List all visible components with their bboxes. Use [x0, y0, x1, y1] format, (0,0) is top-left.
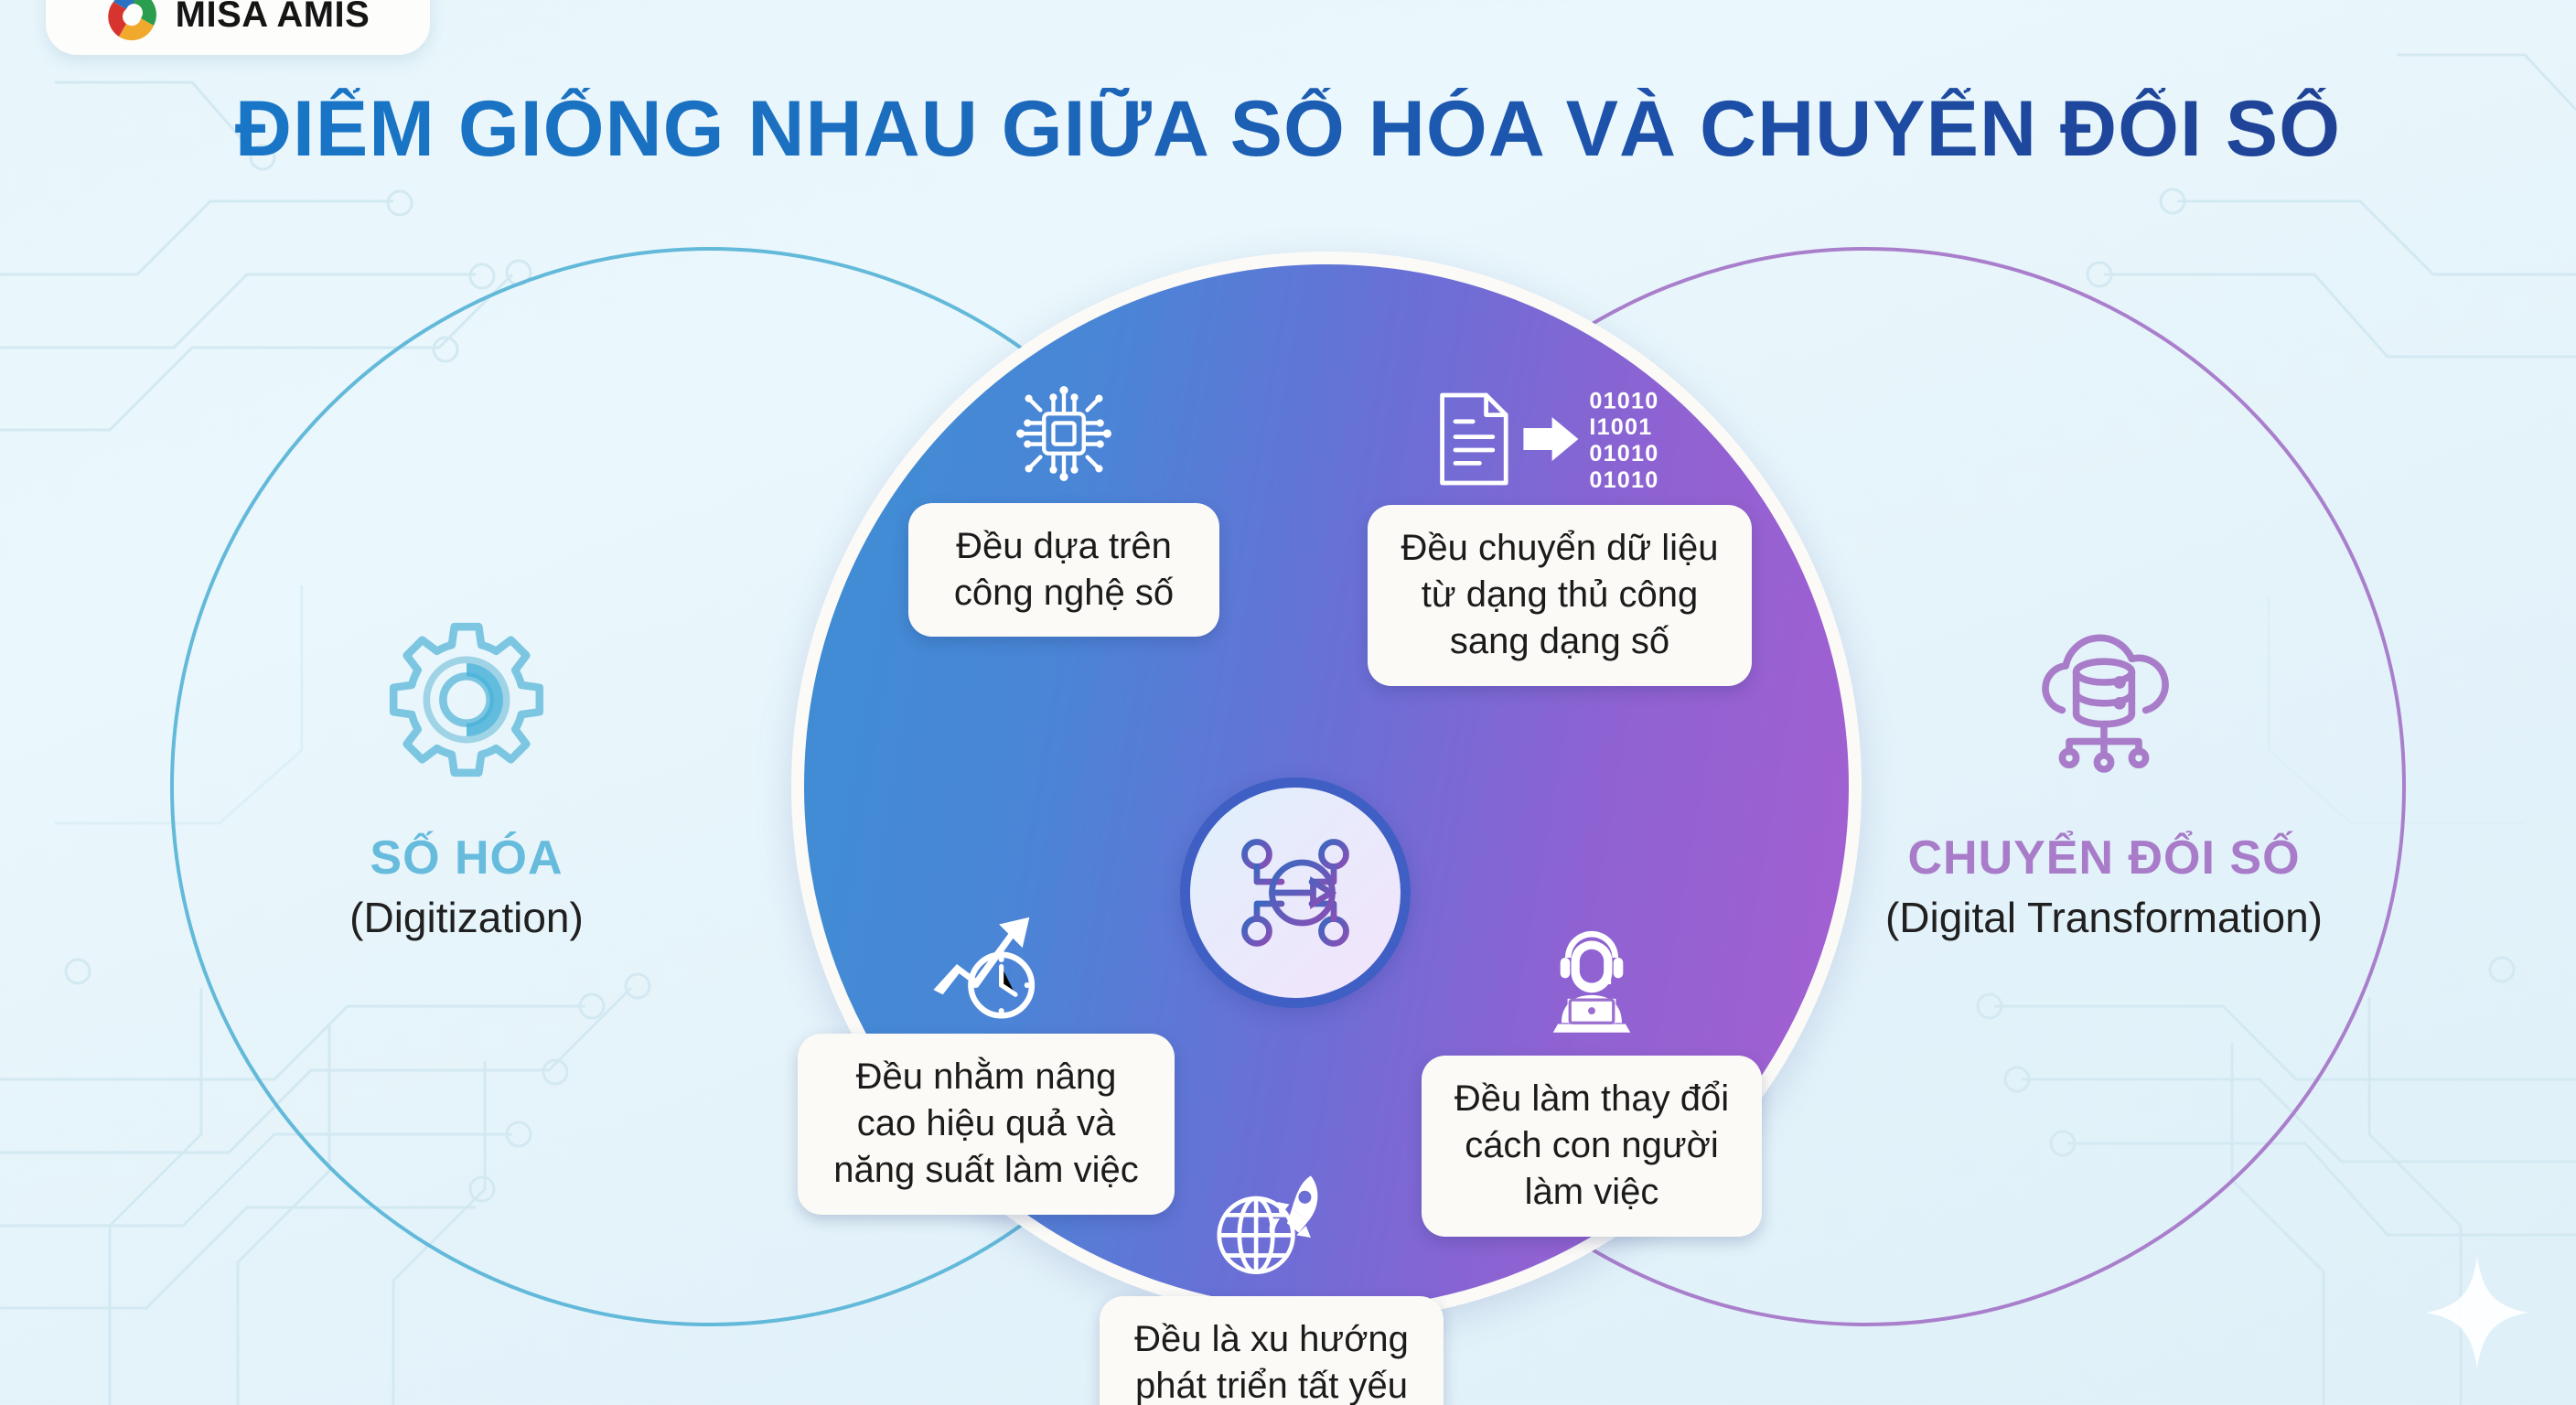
- benefit-item-4: Đều là xu hướng phát triển tất yếu của t…: [1089, 1166, 1454, 1405]
- cloud-database-icon: [1848, 613, 2360, 787]
- venn-right-subtitle: (Digital Transformation): [1884, 894, 2324, 941]
- svg-text:01010: 01010: [1589, 441, 1658, 467]
- page-title: ĐIỂM GIỐNG NHAU GIỮA SỐ HÓA VÀ CHUYỂN ĐỔ…: [0, 88, 2576, 171]
- benefit-item-3: Đều làm thay đổi cách con người làm việc: [1409, 924, 1775, 1237]
- globe-rocket-icon: [1203, 1166, 1340, 1285]
- svg-text:01010: 01010: [1589, 467, 1658, 493]
- venn-left-subtitle: (Digitization): [349, 894, 584, 941]
- person-laptop-headset-icon: [1528, 924, 1656, 1045]
- center-hub: [1180, 778, 1411, 1008]
- benefit-card-4: Đều là xu hướng phát triển tất yếu của t…: [1100, 1296, 1444, 1405]
- benefit-card-0: Đều dựa trên công nghệ số: [908, 503, 1219, 638]
- brand-logo-banner[interactable]: MISA AMIS: [46, 0, 430, 55]
- misa-swirl-logo-icon: [107, 0, 156, 41]
- benefit-item-0: Đều dựa trên công nghệ số: [886, 375, 1242, 638]
- sparkle-icon: [2426, 1257, 2528, 1368]
- venn-diagram: SỐ HÓA (Digitization) CHUYỂN Đ: [0, 229, 2576, 1405]
- benefit-card-1: Đều chuyển dữ liệu từ dạng thủ công sang…: [1368, 505, 1752, 686]
- svg-text:I1001: I1001: [1589, 414, 1652, 440]
- network-transformation-icon: [1241, 839, 1349, 947]
- benefit-card-3: Đều làm thay đổi cách con người làm việc: [1422, 1056, 1762, 1237]
- benefit-item-1: 01010 I1001 01010 01010 Đều chuyển dữ li…: [1354, 384, 1766, 686]
- cpu-chip-icon: [1005, 375, 1122, 492]
- venn-right-title: CHUYỂN ĐỔI SỐ: [1907, 831, 2301, 885]
- gear-icon: [210, 613, 723, 787]
- benefit-item-2: Đều nhằm nâng cao hiệu quả và năng suất …: [785, 906, 1187, 1215]
- venn-left-title: SỐ HÓA: [370, 831, 564, 885]
- venn-right-label-group: CHUYỂN ĐỔI SỐ (Digital Transformation): [1848, 613, 2360, 942]
- venn-left-label-group: SỐ HÓA (Digitization): [210, 613, 723, 942]
- svg-text:01010: 01010: [1589, 388, 1658, 413]
- brand-name: MISA AMIS: [175, 0, 370, 35]
- benefit-card-2: Đều nhằm nâng cao hiệu quả và năng suất …: [798, 1034, 1175, 1215]
- document-to-binary-icon: 01010 I1001 01010 01010: [1422, 384, 1697, 494]
- growth-arrow-clock-icon: [918, 906, 1055, 1023]
